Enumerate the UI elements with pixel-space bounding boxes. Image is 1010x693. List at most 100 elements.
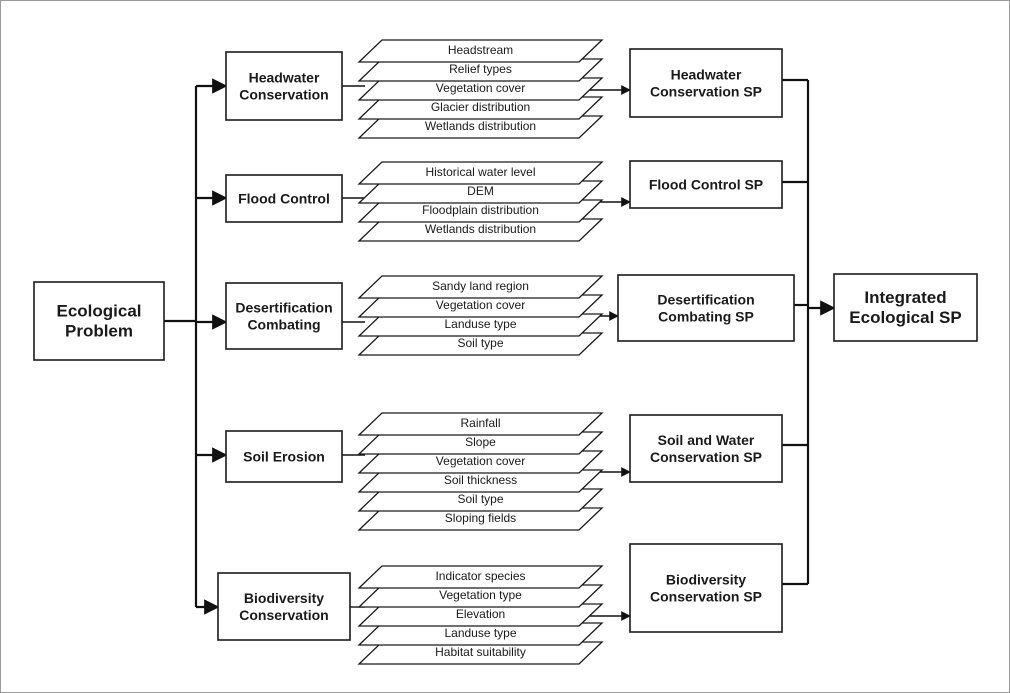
data-layer-label: Historical water level (425, 165, 535, 179)
data-layer-shape (357, 275, 604, 299)
root-ecological-problem-rect (33, 281, 165, 361)
data-layer-label: Soil type (457, 492, 503, 506)
sp-flood-control-sp: Flood Control SP (629, 160, 783, 209)
problem-desertification-combating-label: Desertification (235, 300, 332, 316)
sp-flood-control-sp-label: Flood Control SP (649, 177, 763, 193)
sp-soil-and-water-conservation-sp-label: Conservation SP (650, 449, 762, 465)
data-layer: Vegetation cover (357, 77, 604, 101)
sp-soil-and-water-conservation-sp-label: Soil and Water (658, 432, 755, 448)
data-layer-label: Habitat suitability (435, 645, 526, 659)
problem-headwater-conservation-layer-stack: Wetlands distribution Glacier distributio… (357, 39, 604, 139)
data-layer: Relief types (357, 58, 604, 82)
data-layer-label: Soil type (457, 336, 503, 350)
integrated-ecological-sp-rect (833, 273, 978, 342)
data-layer: Landuse type (357, 622, 604, 646)
sp-headwater-conservation-sp-rect (629, 48, 783, 118)
data-layer: Habitat suitability (357, 641, 604, 665)
data-layer: Soil type (357, 332, 604, 356)
problem-desertification-combating-layer-stack: Soil type Landuse type Vegetation cover San… (357, 275, 604, 356)
data-layer: Sloping fields (357, 507, 604, 531)
data-layer-label: DEM (467, 184, 494, 198)
data-layer: Rainfall (357, 412, 604, 436)
data-layer-label: Elevation (456, 607, 505, 621)
sp-biodiversity-conservation-sp-label: Biodiversity (666, 572, 746, 588)
data-layer-label: Slope (465, 435, 496, 449)
problem-soil-erosion: Soil Erosion (225, 430, 343, 483)
data-layer-label: Floodplain distribution (422, 203, 539, 217)
data-layer: Vegetation cover (357, 450, 604, 474)
data-layer-label: Rainfall (460, 416, 500, 430)
data-layer: Headstream (357, 39, 604, 63)
data-layer-label: Wetlands distribution (425, 119, 536, 133)
data-layer: Soil type (357, 488, 604, 512)
data-layer-label: Wetlands distribution (425, 222, 536, 236)
problem-flood-control-layer-stack: Wetlands distribution Floodplain distribu… (357, 161, 604, 242)
problem-soil-erosion-rect (225, 430, 343, 483)
problem-flood-control-rect (225, 174, 343, 223)
data-layer-label: Vegetation cover (436, 298, 525, 312)
problem-soil-erosion-layer-stack: Sloping fields Soil type Soil thickness Veg… (357, 412, 604, 531)
root-ecological-problem-label: Ecological (56, 302, 141, 321)
problem-headwater-conservation-label: Headwater (249, 70, 320, 86)
data-layer-label: Vegetation type (439, 588, 522, 602)
sp-headwater-conservation-sp-label: Headwater (671, 67, 742, 83)
sp-flood-control-sp-rect (629, 160, 783, 209)
problem-desertification-combating-label: Combating (247, 317, 320, 333)
data-layer: Historical water level (357, 161, 604, 185)
sp-headwater-conservation-sp-label: Conservation SP (650, 84, 762, 100)
root-ecological-problem-label: Problem (65, 322, 133, 341)
data-layer: Sandy land region (357, 275, 604, 299)
sp-desertification-combating-sp-label: Combating SP (658, 309, 754, 325)
problem-biodiversity-conservation-rect (217, 572, 351, 641)
data-layer-shape (357, 412, 604, 436)
data-layer-shape (357, 39, 604, 63)
problem-headwater-conservation-label: Conservation (239, 87, 328, 103)
data-layer: Soil thickness (357, 469, 604, 493)
problem-desertification-combating-rect (225, 282, 343, 350)
data-layer-shape (357, 565, 604, 589)
sp-desertification-combating-sp-label: Desertification (657, 292, 754, 308)
integrated-ecological-sp-label: Integrated (864, 288, 946, 307)
data-layer: Elevation (357, 603, 604, 627)
data-layer-label: Landuse type (444, 317, 516, 331)
problem-flood-control-label: Flood Control (238, 191, 330, 207)
problem-biodiversity-conservation-label: Biodiversity (244, 590, 324, 606)
data-layer-label: Relief types (449, 62, 512, 76)
data-layer: Glacier distribution (357, 96, 604, 120)
data-layer: DEM (357, 180, 604, 204)
problem-biodiversity-conservation-label: Conservation (239, 607, 328, 623)
data-layer-label: Vegetation cover (436, 81, 525, 95)
integrated-ecological-sp-label: Ecological SP (849, 308, 961, 327)
data-layer-label: Sandy land region (432, 279, 529, 293)
data-layer-shape (357, 161, 604, 185)
data-layer-label: Headstream (448, 43, 513, 57)
problem-headwater-conservation-rect (225, 51, 343, 121)
sp-biodiversity-conservation-sp-label: Conservation SP (650, 589, 762, 605)
data-layer-label: Indicator species (435, 569, 525, 583)
data-layer: Indicator species (357, 565, 604, 589)
sp-desertification-combating-sp-rect (617, 274, 795, 342)
data-layer-label: Soil thickness (444, 473, 517, 487)
data-layer: Vegetation cover (357, 294, 604, 318)
data-layer: Vegetation type (357, 584, 604, 608)
data-layer-label: Landuse type (444, 626, 516, 640)
problem-biodiversity-conservation-layer-stack: Habitat suitability Landuse type Elevation… (357, 565, 604, 665)
sp-biodiversity-conservation-sp-rect (629, 543, 783, 633)
problem-flood-control: Flood Control (225, 174, 343, 223)
data-layer-label: Vegetation cover (436, 454, 525, 468)
sp-soil-and-water-conservation-sp-rect (629, 414, 783, 483)
data-layer-label: Glacier distribution (431, 100, 530, 114)
problem-soil-erosion-label: Soil Erosion (243, 449, 325, 465)
data-layer-label: Sloping fields (445, 511, 516, 525)
